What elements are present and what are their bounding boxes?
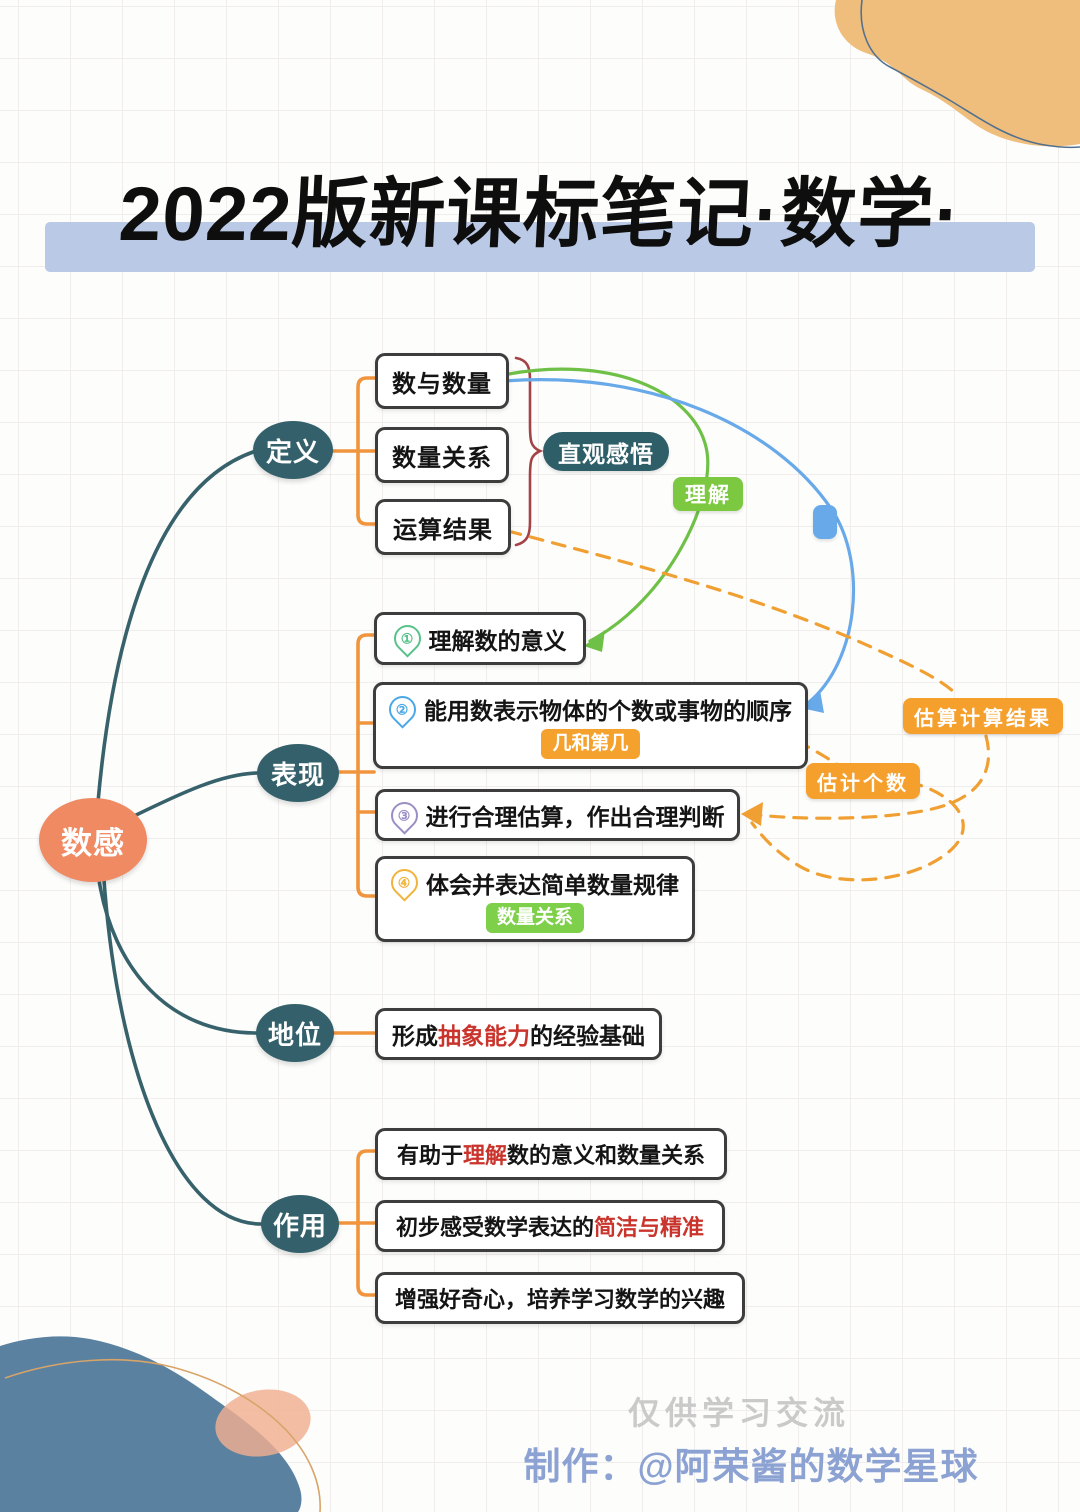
curly-brace [514, 356, 544, 547]
manifestation-item-text: 体会并表达简单数量规律 [426, 871, 679, 898]
pin-2-icon: ② [383, 689, 422, 729]
manifestation-item-row: ② 能用数表示物体的个数或事物的顺序 [383, 689, 792, 729]
tag-orange: 几和第几 [541, 729, 640, 759]
manifestation-item-box-3: ③ 进行合理估算，作出合理判断 [375, 789, 740, 841]
root-node: 数感 [39, 798, 147, 882]
definition-item-box: 数与数量 [375, 353, 509, 409]
manifestation-item-text: 能用数表示物体的个数或事物的顺序 [424, 698, 792, 724]
definition-item-label: 数量关系 [392, 444, 492, 472]
function-item-text: 增强好奇心，培养学习数学的兴趣 [395, 1282, 725, 1314]
top-right-thin-line [860, 0, 1080, 149]
branch-node-status: 地位 [256, 1004, 334, 1062]
function-item-box-1: 有助于理解数的意义和数量关系 [375, 1128, 727, 1180]
orange-arrowhead [741, 802, 763, 826]
relation-label-estimate-result: 估算计算结果 [903, 698, 1063, 734]
branch-brackets [331, 376, 376, 1297]
title-highlight-bar [45, 222, 1035, 272]
bottom-left-peach-ellipse [215, 1389, 311, 1457]
text-red: 理解 [462, 1143, 507, 1168]
branch-node-manifestation: 表现 [257, 744, 339, 802]
definition-item-label: 运算结果 [393, 516, 493, 544]
branch-node-function: 作用 [261, 1195, 339, 1253]
definition-item-box: 数量关系 [375, 427, 509, 483]
manifestation-item-box-2: ② 能用数表示物体的个数或事物的顺序 几和第几 [373, 682, 808, 769]
text-plain: 数的意义和数量关系 [507, 1143, 706, 1168]
text-plain: 有助于 [396, 1143, 463, 1168]
green-arrowhead [584, 630, 605, 652]
manifestation-item-row: ④ 体会并表达简单数量规律 [385, 863, 679, 902]
bottom-left-thin-line [4, 1358, 321, 1512]
text-red: 简洁与精准 [594, 1215, 705, 1240]
watermark-credit: 制作：@阿荣酱的数学星球 [523, 1446, 979, 1487]
text-plain: 增强好奇心，培养学习数学的兴趣 [394, 1287, 725, 1312]
status-item-box: 形成抽象能力的经验基础 [375, 1008, 662, 1060]
pin-3-icon: ③ [384, 795, 424, 835]
manifestation-item-box-1: ① 理解数的意义 [374, 612, 586, 665]
function-item-box-2: 初步感受数学表达的简洁与精准 [375, 1200, 725, 1252]
title-block: 2022版新课标笔记·数学· [0, 160, 1080, 290]
branch-node-definition: 定义 [253, 421, 333, 479]
function-item-text: 初步感受数学表达的简洁与精准 [396, 1210, 704, 1242]
bottom-left-blue-blob [0, 1336, 302, 1512]
function-item-box-3: 增强好奇心，培养学习数学的兴趣 [375, 1272, 745, 1324]
status-item-text: 形成抽象能力的经验基础 [392, 1017, 645, 1051]
pin-1-icon: ① [387, 619, 427, 658]
manifestation-item-box-4: ④ 体会并表达简单数量规律 数量关系 [375, 856, 695, 942]
tag-green: 数量关系 [485, 902, 584, 933]
text-plain: 初步感受数学表达的 [395, 1215, 594, 1240]
watermark-note: 仅供学习交流 [627, 1395, 850, 1431]
page-title: 2022版新课标笔记·数学· [116, 172, 964, 257]
definition-item-label: 数与数量 [392, 370, 492, 398]
brace-label: 直观感悟 [543, 432, 669, 471]
manifestation-item-text: 理解数的意义 [428, 627, 567, 654]
top-right-orange-blob [834, 0, 1080, 147]
pin-4-icon: ④ [385, 863, 424, 902]
text-plain: 形成 [392, 1023, 438, 1049]
text-red: 抽象能力 [438, 1023, 530, 1049]
relation-label-estimate-count: 估计个数 [806, 763, 920, 799]
function-item-text: 有助于理解数的意义和数量关系 [397, 1138, 705, 1170]
relation-label-understand: 理解 [673, 477, 743, 511]
definition-item-box: 运算结果 [375, 499, 511, 555]
manifestation-item-text: 进行合理估算，作出合理判断 [425, 804, 725, 830]
relation-label-use [813, 505, 837, 539]
text-plain: 的经验基础 [530, 1023, 645, 1049]
